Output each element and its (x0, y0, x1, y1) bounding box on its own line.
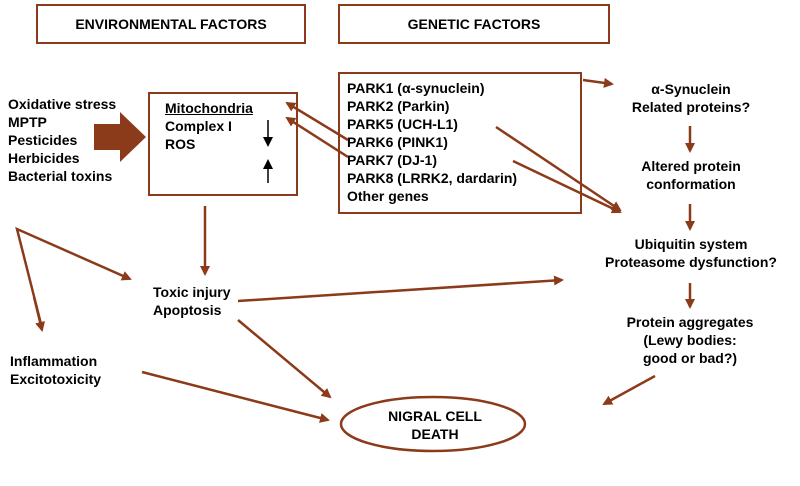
toxic-to-death-arrow (237, 319, 332, 399)
aggregates-line: Protein aggregates (626, 314, 754, 330)
toxic-injury-line: Toxic injury (153, 284, 231, 300)
environmental-factors-header-box: ENVIRONMENTAL FACTORS (36, 4, 306, 44)
ros-label: ROS (165, 136, 196, 152)
apoptosis-line: Apoptosis (153, 302, 222, 318)
ubiquitin-line: Ubiquitin system (634, 236, 748, 252)
env-item: Herbicides (8, 150, 80, 166)
genetic-list: PARK1 (α-synuclein) PARK2 (Parkin) PARK5… (347, 79, 517, 205)
good-or-bad-line: good or bad?) (642, 350, 738, 366)
gene-item: PARK8 (LRRK2, dardarin) (347, 170, 518, 186)
gene-item: PARK2 (Parkin) (347, 98, 450, 114)
altered-protein-line: Altered protein (641, 158, 741, 174)
complex-i-label: Complex I (165, 118, 232, 134)
gene-item: PARK1 (α-synuclein) (347, 80, 485, 96)
synuclein-line: α-Synuclein (651, 81, 731, 97)
park7-to-ubiquitin-arrow (512, 159, 622, 214)
aggregates-to-death-arrow (602, 374, 656, 406)
related-proteins-line: Related proteins? (631, 99, 751, 115)
toxic-injury-node: Toxic injury Apoptosis (153, 283, 231, 319)
mitochondria-title: Mitochondria (165, 100, 253, 116)
lewy-bodies-line: (Lewy bodies: (643, 332, 737, 348)
nigral-cell-line: NIGRAL CELL (388, 408, 482, 424)
synuclein-node: α-Synuclein Related proteins? (616, 80, 766, 116)
conformation-line: conformation (646, 176, 736, 192)
protein-aggregates-node: Protein aggregates (Lewy bodies: good or… (600, 313, 780, 367)
altered-protein-node: Altered protein conformation (616, 157, 766, 193)
env-item: MPTP (8, 114, 47, 130)
block-arrow (94, 112, 146, 162)
excitotoxicity-line: Excitotoxicity (10, 371, 102, 387)
inflammation-to-death-arrow (141, 370, 330, 423)
death-line: DEATH (411, 426, 459, 442)
nigral-cell-death-text: NIGRAL CELL DEATH (345, 407, 525, 443)
nigral-cell-death-ellipse (339, 395, 527, 453)
park7-to-mitochondria-arrow (285, 116, 349, 159)
inflammation-line: Inflammation (10, 353, 98, 369)
environmental-list: Oxidative stress MPTP Pesticides Herbici… (8, 95, 116, 185)
env-down-head (32, 296, 45, 332)
gene-item: PARK5 (UCH-L1) (347, 116, 458, 132)
mitochondria-box (148, 92, 298, 196)
ubiquitin-node: Ubiquitin system Proteasome dysfunction? (586, 235, 796, 271)
env-item: Oxidative stress (8, 96, 117, 112)
environmental-factors-header: ENVIRONMENTAL FACTORS (75, 16, 267, 32)
park6-to-mitochondria-arrow (285, 101, 349, 142)
env-item: Pesticides (8, 132, 78, 148)
env-branch-line (15, 226, 132, 329)
gene-item: Other genes (347, 188, 429, 204)
proteasome-line: Proteasome dysfunction? (605, 254, 777, 270)
genetic-factors-header-box: GENETIC FACTORS (338, 4, 610, 44)
toxic-to-ubiquitin-arrow (237, 275, 564, 303)
gene-item: PARK7 (DJ-1) (347, 152, 437, 168)
gene-item: PARK6 (PINK1) (347, 134, 448, 150)
genetic-factors-header: GENETIC FACTORS (407, 16, 541, 32)
env-item: Bacterial toxins (8, 168, 113, 184)
genetic-factors-box (338, 72, 582, 214)
park1-to-synuclein-arrow (582, 77, 614, 88)
park5-to-ubiquitin-arrow (495, 125, 622, 212)
inflammation-node: Inflammation Excitotoxicity (10, 352, 101, 388)
mitochondria-text: Mitochondria Complex I ROS (165, 99, 253, 153)
